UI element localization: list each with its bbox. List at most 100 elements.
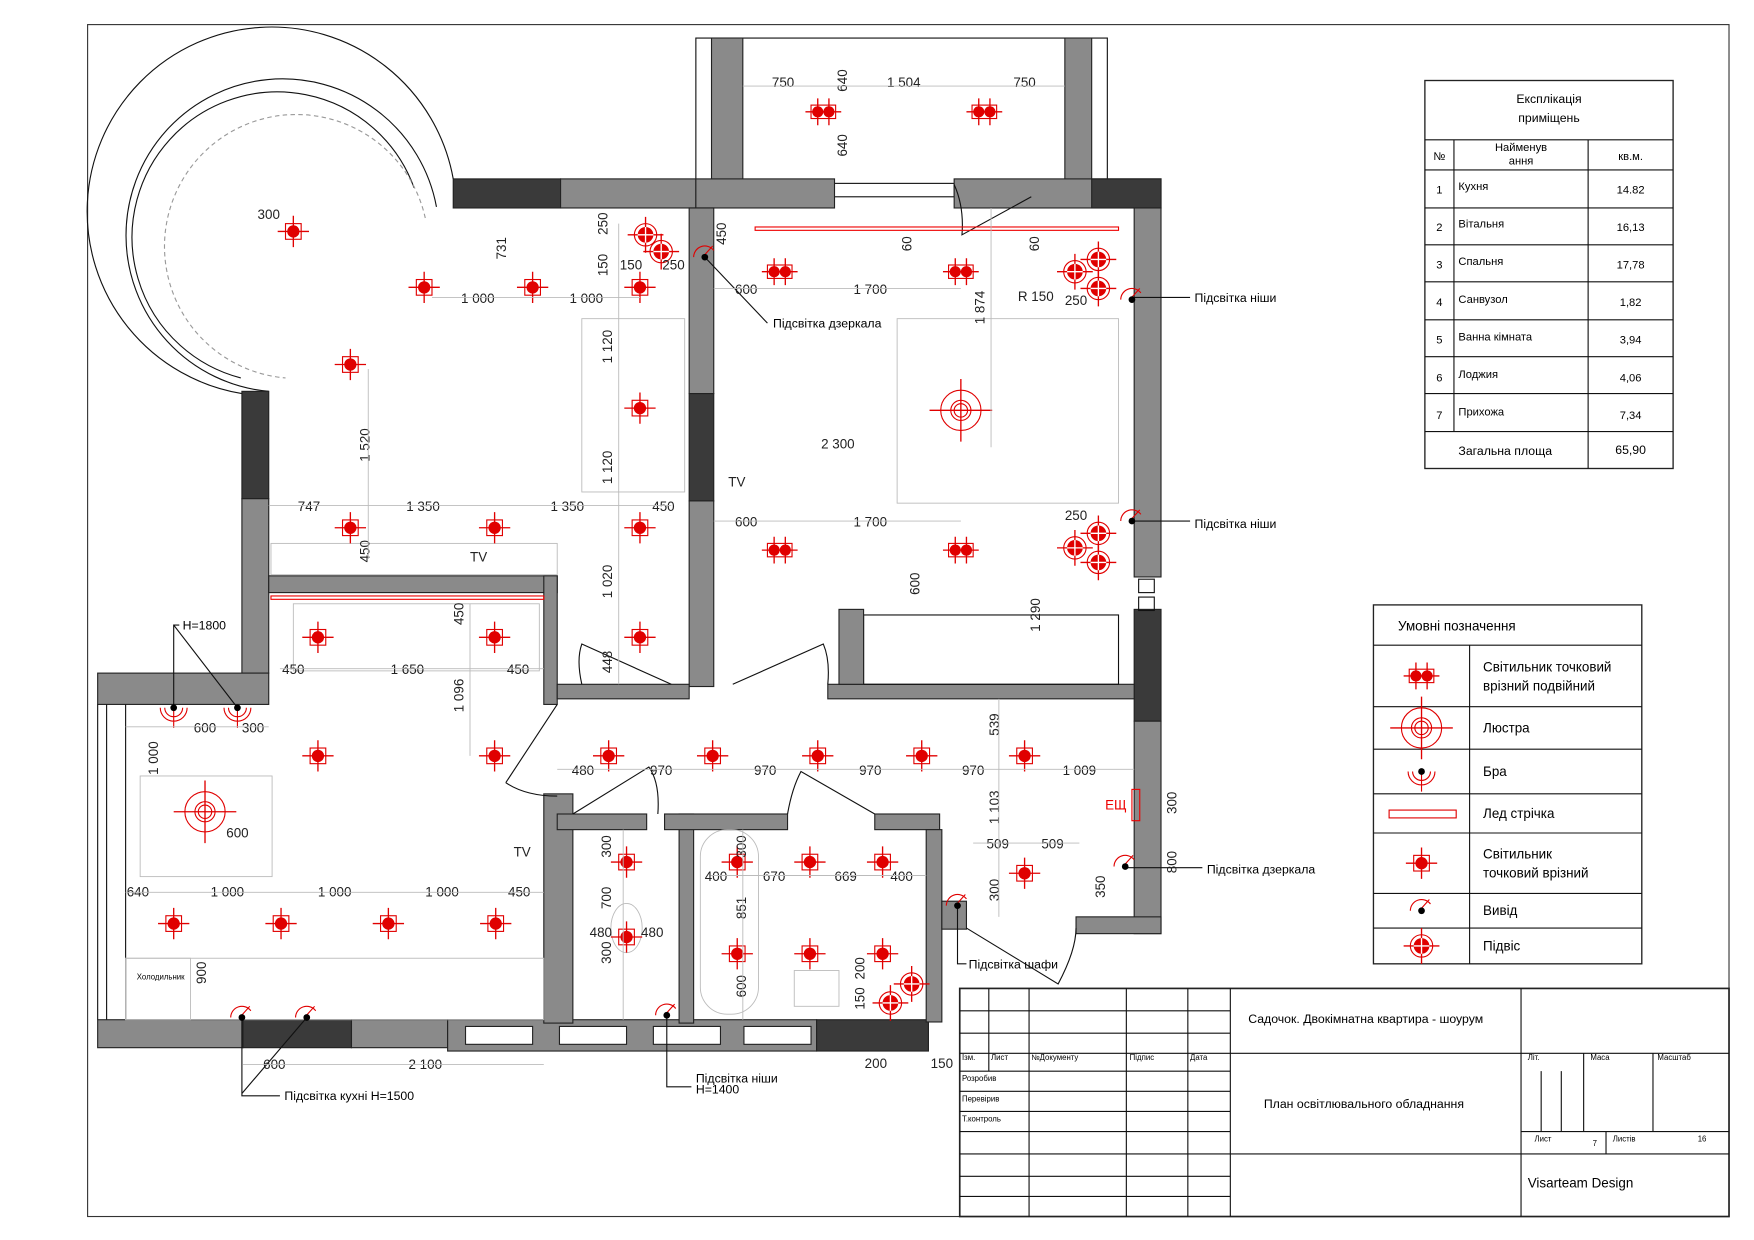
dimension-label: 480	[590, 925, 612, 940]
wall	[695, 178, 836, 209]
door	[505, 704, 558, 797]
dimension-label: 480	[641, 925, 663, 940]
label-niche-light-height: Підсвітка ніши	[696, 1071, 778, 1085]
spotlight-icon	[592, 740, 625, 772]
pendant-icon	[893, 966, 930, 1002]
col-header-no: №	[1433, 151, 1445, 163]
wall	[688, 393, 715, 502]
room-number: 3	[1436, 260, 1442, 272]
spotlight-icon	[158, 907, 190, 940]
dimension-label: 600	[194, 720, 216, 735]
spotlight-icon	[906, 740, 938, 772]
wall	[97, 1019, 244, 1049]
label-electrical-panel: ЕЩ	[1105, 798, 1127, 813]
vent-block	[558, 1025, 628, 1045]
legend-label: Вивід	[1483, 903, 1518, 918]
room-name: Лоджия	[1458, 369, 1498, 381]
spotlight-icon	[277, 215, 309, 248]
wall	[242, 1019, 353, 1049]
bay-window-frame	[131, 91, 415, 379]
spotlight-icon	[1008, 740, 1041, 772]
room-name: Вітальня	[1458, 219, 1504, 231]
pendant-icon	[1403, 928, 1440, 964]
double-spotlight-icon	[942, 258, 979, 286]
dimension-label: 1 700	[854, 282, 888, 297]
wall	[941, 900, 968, 930]
dimension-label: 640	[835, 134, 850, 156]
spotlight-icon	[478, 512, 511, 544]
wall	[268, 575, 558, 594]
spotlight-icon	[480, 907, 512, 940]
explication-table: Експлікація приміщень № Найменув ання кв…	[1424, 79, 1674, 470]
vent-block	[652, 1025, 722, 1045]
header-signature: Підпис	[1130, 1053, 1155, 1062]
dimension-label: 600	[907, 572, 922, 594]
sconce-icon	[1407, 768, 1436, 792]
pendant-icon	[1057, 253, 1093, 290]
spotlight-icon	[265, 907, 297, 940]
pendant-icon	[1080, 270, 1117, 307]
dimension-label: 750	[772, 75, 794, 90]
dimension-label: 731	[494, 237, 509, 259]
fixtures-layer	[158, 98, 1142, 1021]
col-header-area: кв.м.	[1618, 151, 1643, 163]
room-area: 14.82	[1617, 184, 1645, 196]
explication-title: приміщень	[1518, 111, 1579, 125]
mass-label: Маса	[1590, 1053, 1610, 1062]
dimension-label: 1 096	[451, 679, 466, 713]
wall	[97, 672, 270, 705]
door	[732, 643, 829, 685]
leader-line	[173, 256, 1203, 1097]
double-spotlight-icon	[761, 258, 798, 286]
spotlight-icon	[624, 392, 656, 424]
dimension-label: 600	[734, 975, 749, 997]
spotlight-icon	[721, 938, 753, 970]
wall	[556, 813, 648, 831]
wall	[241, 390, 270, 500]
dimension-label: 640	[835, 69, 850, 91]
company-name: Visarteam Design	[1528, 1175, 1634, 1190]
spotlight-icon	[866, 938, 899, 970]
label-tv: TV	[514, 844, 531, 859]
legend-title: Умовні позначення	[1398, 619, 1516, 634]
spotlight-icon	[696, 740, 729, 772]
legend-label: точковий врізний	[1483, 866, 1589, 881]
spotlight-icon	[372, 907, 405, 940]
room-area: 4,06	[1620, 372, 1642, 384]
role-checker: Перевірив	[962, 1094, 999, 1103]
outlet-icon	[1120, 287, 1142, 304]
dimension-label: 1 120	[600, 330, 615, 364]
wall	[452, 178, 562, 209]
project-title: Садочок. Двокімнатна квартира - шоурум	[1248, 1012, 1483, 1026]
dimension-label: 970	[962, 763, 984, 778]
wall	[710, 37, 744, 186]
wall	[1133, 720, 1162, 935]
dimension-label: 400	[705, 869, 727, 884]
led-strip	[270, 595, 545, 600]
scale-label: Масштаб	[1657, 1053, 1691, 1062]
dimension-label: 1 290	[1028, 598, 1043, 632]
spotlight-icon	[794, 846, 826, 878]
fridge	[125, 957, 191, 1021]
label-sconce-height: H=1800	[183, 619, 227, 633]
wall	[543, 793, 574, 1024]
sheet-label: Лист	[1534, 1135, 1551, 1144]
wall	[543, 575, 558, 705]
room-name: Спальня	[1458, 256, 1503, 268]
room-name: Прихожа	[1458, 406, 1505, 418]
dimension-label: 700	[599, 887, 614, 909]
sconce-icon	[223, 704, 252, 728]
dimension-label: 600	[226, 825, 248, 840]
tv-unit	[270, 542, 558, 576]
wall	[1075, 916, 1162, 935]
spotlight-icon	[794, 938, 826, 970]
pendant-icon	[1057, 529, 1093, 566]
dimension-label: 450	[282, 662, 304, 677]
label-mirror-light: Підсвітка дзеркала	[1207, 862, 1316, 876]
wall	[1091, 178, 1162, 209]
col-header-name: Найменув	[1495, 142, 1547, 154]
legend-label: врізний подвійний	[1483, 678, 1595, 693]
dimension-label: 300	[987, 879, 1002, 901]
header-date: Дата	[1190, 1053, 1208, 1062]
